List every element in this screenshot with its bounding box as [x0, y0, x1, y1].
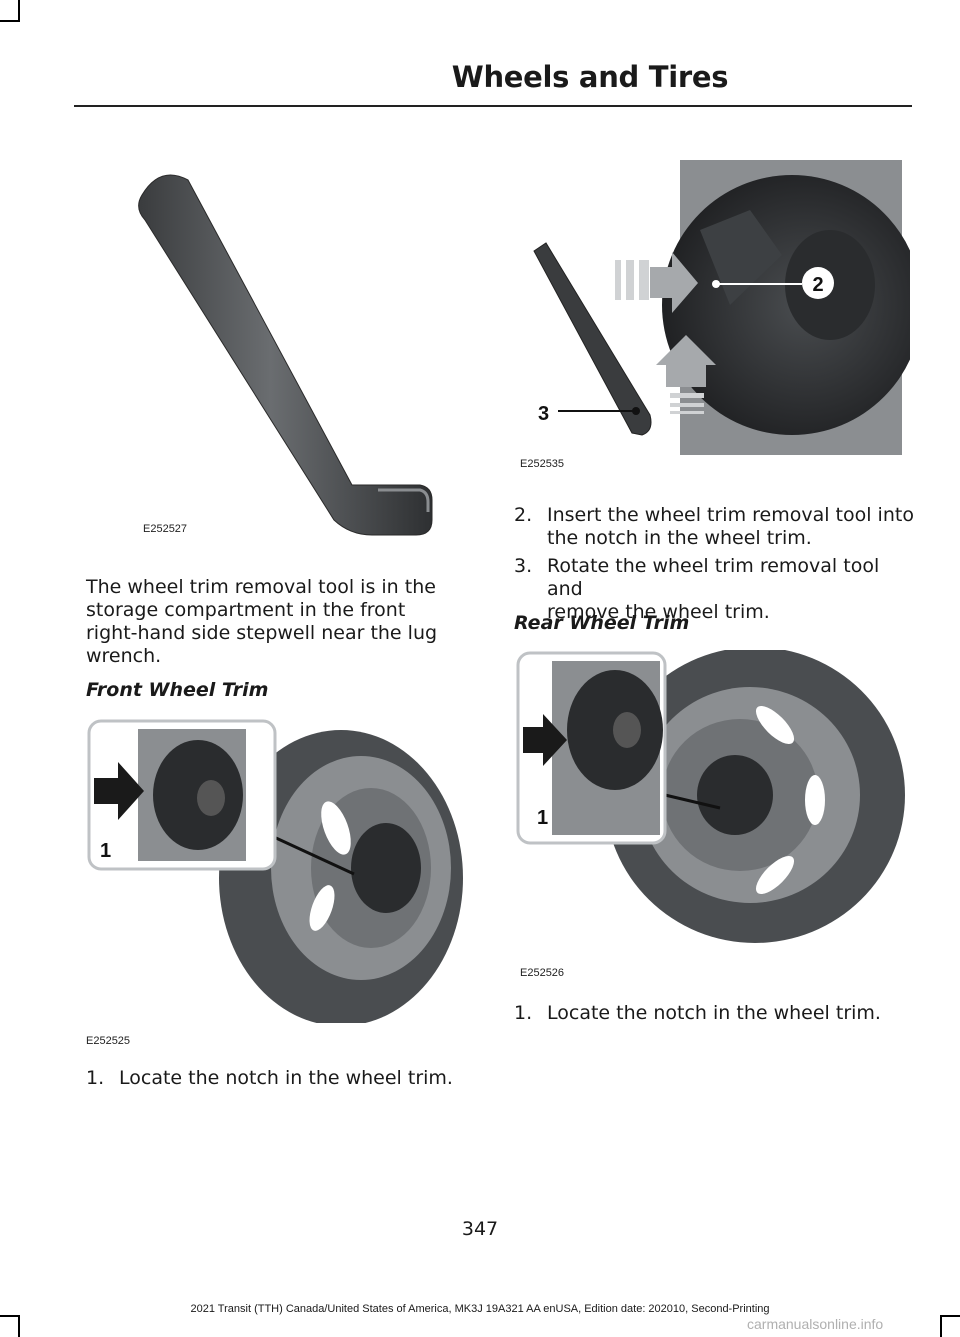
- figure-id: E252525: [86, 1035, 131, 1047]
- step-item: 3. Rotate the wheel trim removal tool an…: [514, 555, 880, 623]
- callout-1: 1: [537, 807, 548, 829]
- step-item: 1. Locate the notch in the wheel trim.: [86, 1067, 453, 1089]
- crop-mark: [0, 1315, 20, 1317]
- crop-mark: [940, 1315, 942, 1337]
- step-item: 2. Insert the wheel trim removal tool in…: [514, 504, 914, 549]
- callout-2: 2: [812, 274, 823, 296]
- front-wheel-trim-heading: Front Wheel Trim: [86, 679, 269, 701]
- page-number: 347: [461, 1218, 499, 1240]
- figure-id: E252526: [520, 967, 565, 979]
- figure-id: E252535: [520, 458, 565, 470]
- rear-wheel-trim-illustration: 1: [516, 650, 905, 943]
- intro-text: The wheel trim removal tool is in the st…: [86, 576, 438, 667]
- intro-paragraph: The wheel trim removal tool is in the st…: [86, 576, 446, 668]
- rear-wheel-trim-heading: Rear Wheel Trim: [514, 612, 690, 634]
- crop-mark: [18, 1315, 20, 1337]
- insert-tool-illustration: 2 3: [533, 160, 910, 455]
- page-title: Wheels and Tires: [451, 60, 729, 94]
- footer-edition: 2021 Transit (TTH) Canada/United States …: [190, 1303, 770, 1315]
- crop-mark: [940, 1315, 960, 1317]
- tool-illustration: [138, 174, 433, 536]
- callout-3: 3: [538, 403, 549, 425]
- crop-mark: [18, 0, 20, 22]
- figure-id: E252527: [143, 523, 188, 535]
- crop-mark: [0, 20, 20, 22]
- watermark: carmanualsonline.info: [747, 1316, 884, 1332]
- callout-1: 1: [100, 840, 111, 862]
- front-wheel-trim-illustration: 1: [87, 719, 463, 1023]
- step-item: 1. Locate the notch in the wheel trim.: [514, 1002, 881, 1024]
- header-divider: [74, 105, 912, 107]
